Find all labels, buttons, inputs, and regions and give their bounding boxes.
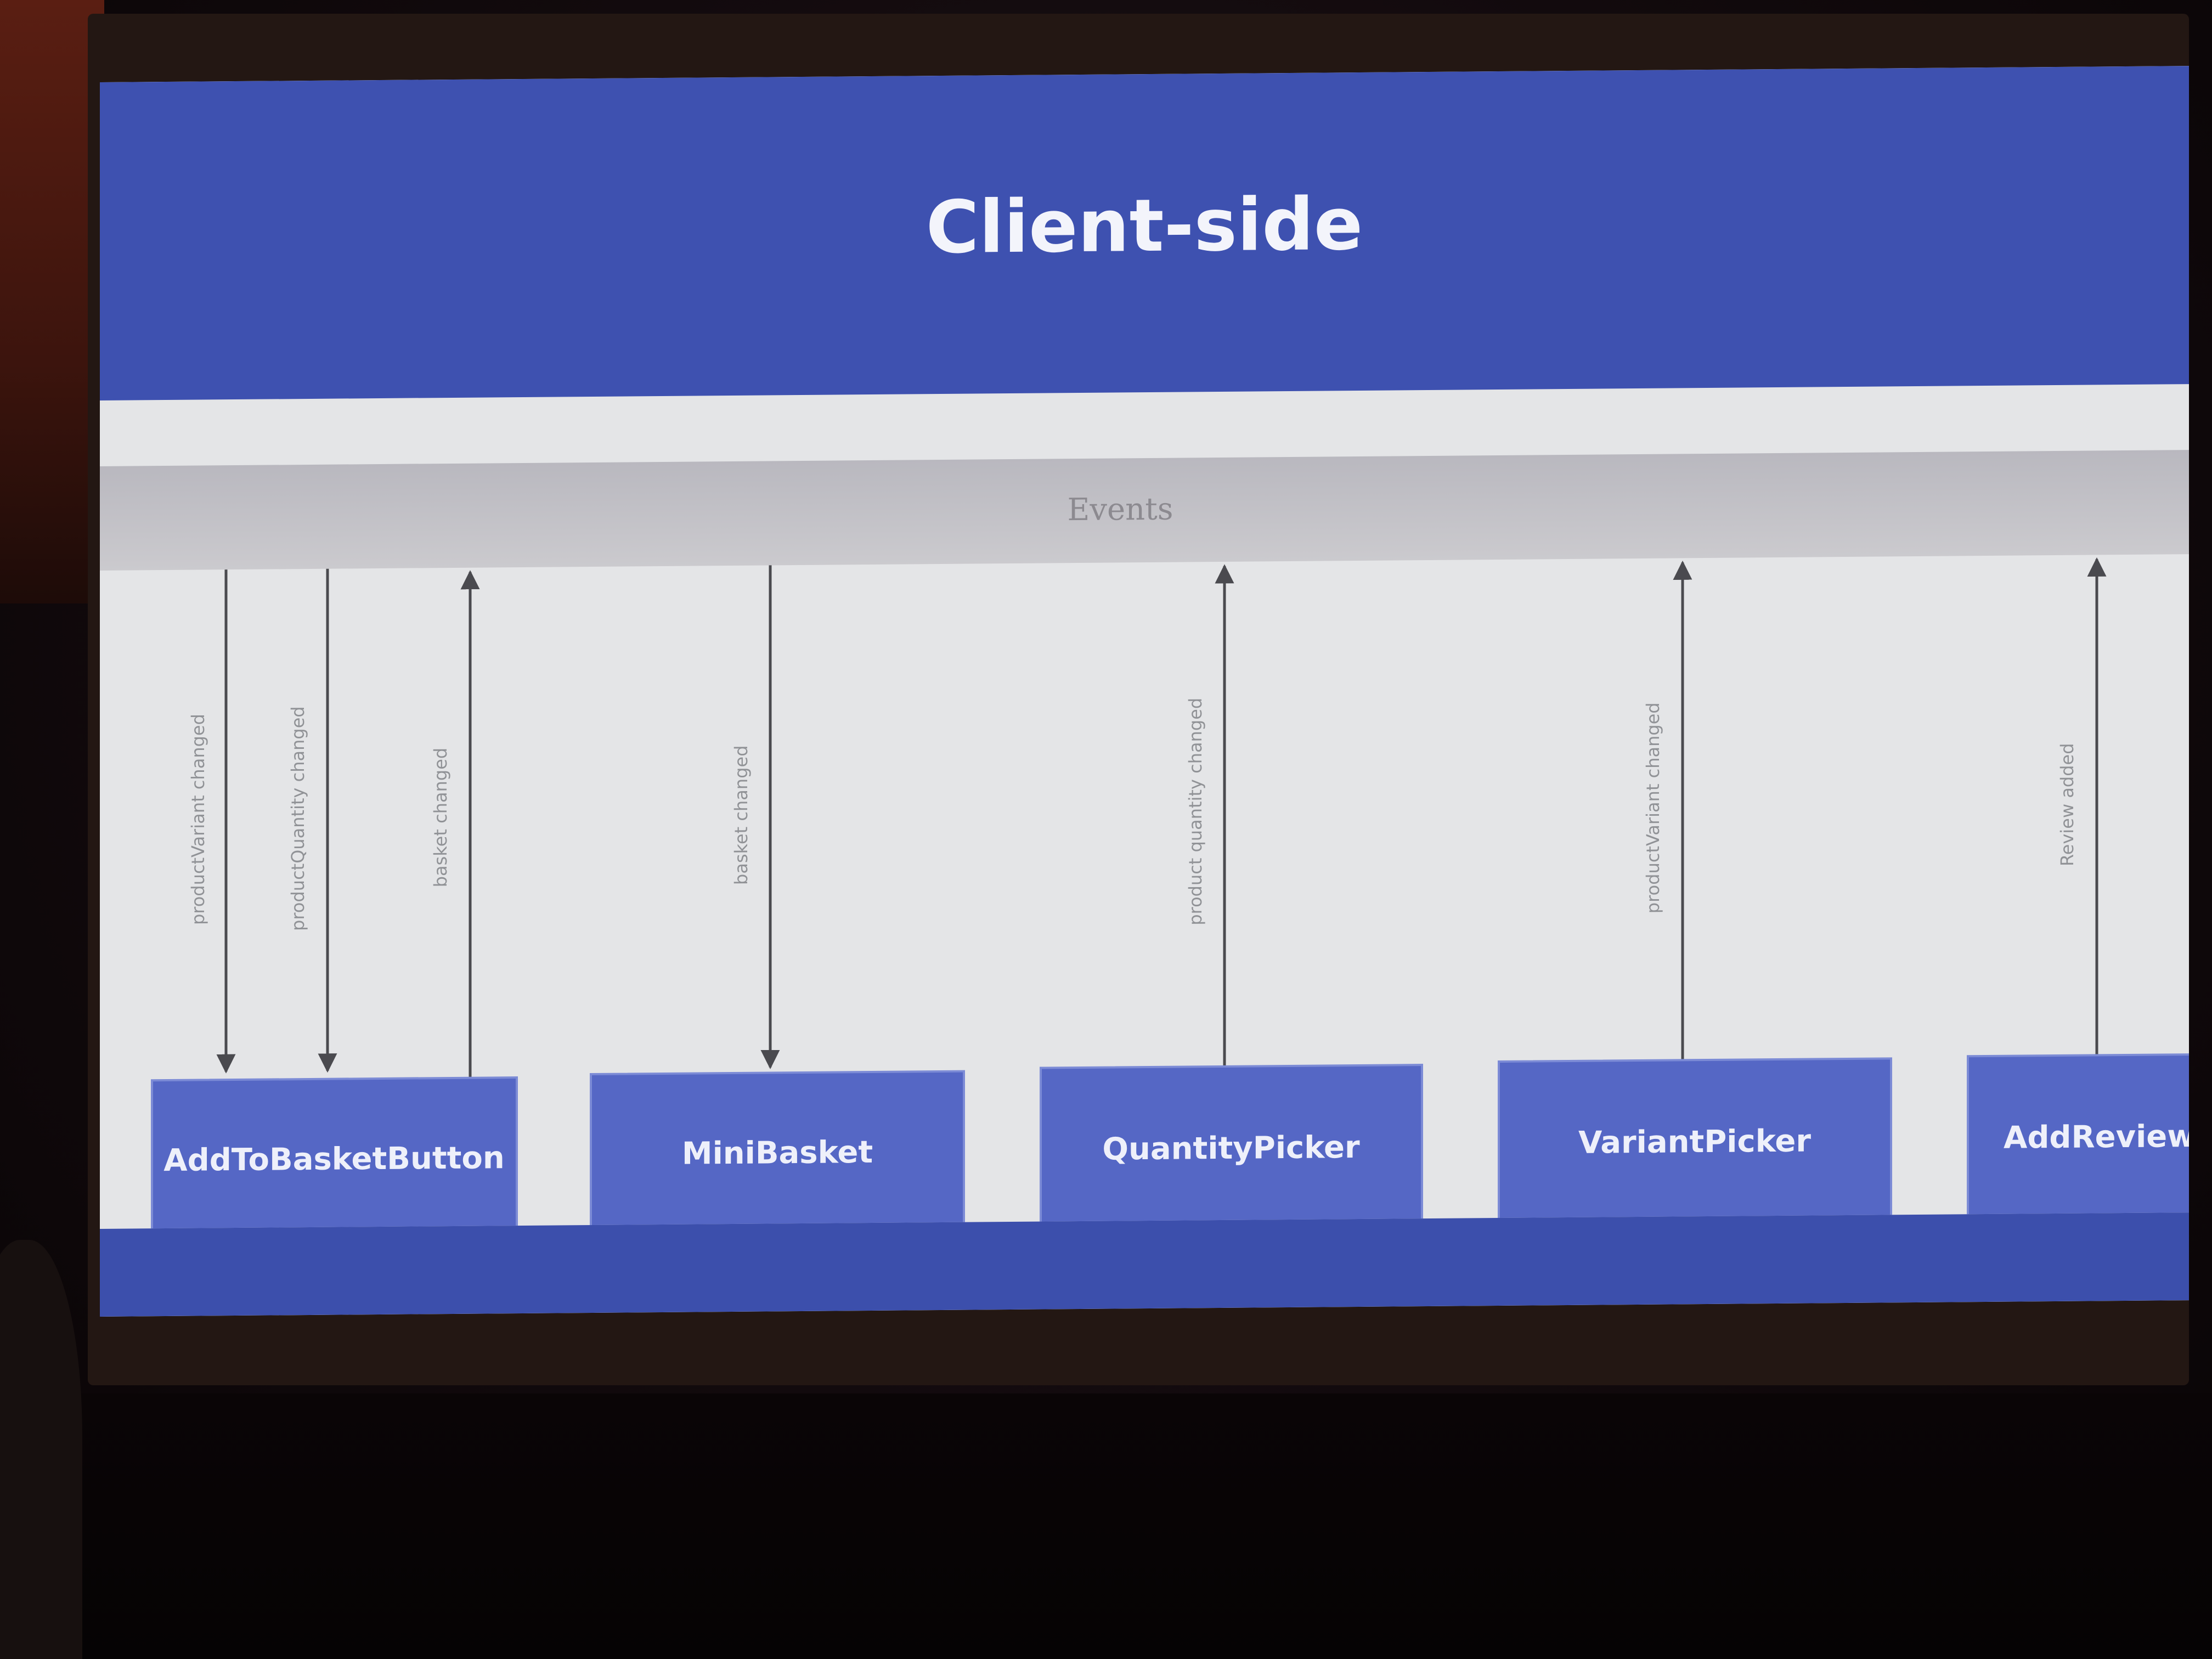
connection-product-variant-to-add-to-basket: productVariant changed xyxy=(188,569,236,1074)
presentation-slide: Client-side Events productVariant change… xyxy=(100,66,2189,1317)
component-label-mini-basket: MiniBasket xyxy=(682,1135,873,1172)
event-bus-label: Events xyxy=(1068,492,1173,528)
room-floor xyxy=(0,1393,2212,1659)
event-label-product-quantity-changed: productQuantity changed xyxy=(287,706,308,931)
slide-footer-band xyxy=(100,1212,2189,1317)
slide-title-band: Client-side xyxy=(100,66,2189,400)
component-label-variant-picker: VariantPicker xyxy=(1578,1124,1811,1161)
event-label-product-quantity-changed-out: product quantity changed xyxy=(1185,698,1206,926)
event-diagram-svg: Events productVariant changed productQua… xyxy=(100,450,2189,1229)
component-add-review: AddReview xyxy=(1967,1053,2189,1222)
component-mini-basket: MiniBasket xyxy=(590,1070,965,1229)
component-label-quantity-picker: QuantityPicker xyxy=(1102,1130,1360,1167)
component-variant-picker: VariantPicker xyxy=(1498,1057,1892,1226)
event-label-product-variant-changed-out: productVariant changed xyxy=(1643,702,1663,913)
connection-variant-picker-to-bus: productVariant changed xyxy=(1643,560,1692,1069)
event-label-review-added: Review added xyxy=(2057,743,2078,866)
event-bus xyxy=(100,450,2189,571)
event-label-product-variant-changed: productVariant changed xyxy=(188,714,208,925)
event-diagram: Events productVariant changed productQua… xyxy=(100,384,2189,1229)
component-quantity-picker: QuantityPicker xyxy=(1040,1064,1423,1229)
event-label-basket-changed-out: basket changed xyxy=(430,748,451,888)
connection-add-review-to-bus: Review added xyxy=(2057,557,2107,1065)
connection-product-quantity-to-add-to-basket: productQuantity changed xyxy=(287,568,337,1073)
audience-silhouette xyxy=(0,1240,82,1659)
connection-quantity-picker-to-bus: product quantity changed xyxy=(1185,564,1234,1072)
component-label-add-to-basket-button: AddToBasketButton xyxy=(163,1140,504,1178)
slide-title: Client-side xyxy=(926,182,1363,270)
event-label-basket-changed-in: basket changed xyxy=(731,745,752,885)
room-wall-left xyxy=(0,0,104,603)
connection-add-to-basket-to-basket-changed: basket changed xyxy=(430,570,480,1078)
component-add-to-basket-button: AddToBasketButton xyxy=(151,1076,518,1229)
component-label-add-review: AddReview xyxy=(2004,1119,2189,1156)
connection-basket-changed-to-mini-basket: basket changed xyxy=(731,565,780,1069)
